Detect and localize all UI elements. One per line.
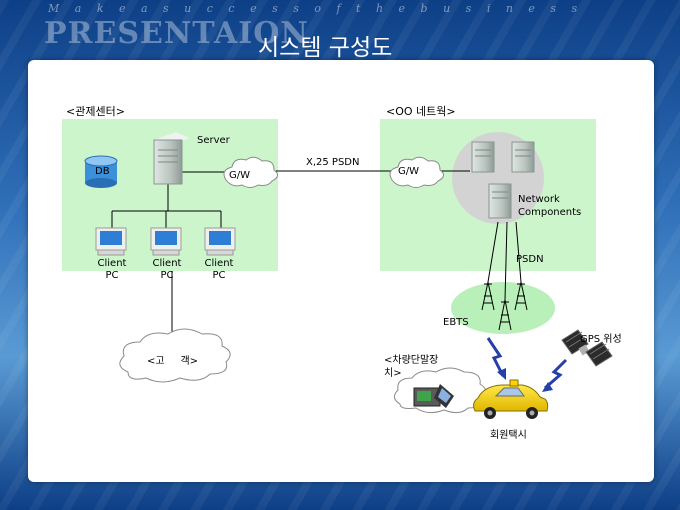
network-server-icon — [488, 183, 512, 219]
taxi-label: 회원택시 — [490, 430, 527, 441]
db-label: DB — [95, 166, 110, 177]
signal-bolt-icon — [544, 358, 568, 390]
gps-satellite-icon — [561, 329, 613, 367]
psdn-label: PSDN — [516, 254, 544, 265]
x25-psdn-label: X,25 PSDN — [306, 157, 360, 168]
taxi-icon — [473, 379, 549, 419]
psdn-link-3 — [515, 221, 522, 283]
gateway-cloud-icon — [223, 156, 278, 188]
ebts-tower-icon — [514, 281, 528, 311]
ebts-tower-icon — [481, 281, 495, 311]
network-server-icon — [471, 141, 495, 173]
db-icon — [84, 155, 118, 188]
psdn-link-2 — [504, 221, 508, 301]
client-pc-icon — [204, 227, 236, 256]
gw-label: G/W — [229, 170, 251, 181]
server-icon — [153, 132, 190, 185]
customer-label: <고 객> — [147, 356, 199, 367]
customer-cloud-icon — [119, 328, 231, 383]
slide-title: 시스템 구성도 — [258, 35, 393, 61]
terminal-device-icon — [413, 384, 454, 408]
gps-label: GPS 위성 — [580, 334, 622, 345]
brand-logo-text: PRESENTAION — [44, 16, 309, 51]
server-label: Server — [197, 135, 230, 146]
header-tagline: M a k e a s u c c e s s o f t h e b u s … — [48, 2, 584, 15]
network-server-icon — [511, 141, 535, 173]
network-gw-label: G/W — [398, 166, 420, 177]
network-label: <OO 네트웍> — [386, 105, 456, 118]
control-center-label: <관제센터> — [66, 105, 125, 118]
ebts-tower-icon — [498, 299, 512, 331]
client-pc-icon — [150, 227, 182, 256]
signal-bolt-icon — [486, 337, 505, 377]
client-pc-icon — [95, 227, 127, 256]
gateway-cloud-icon — [389, 156, 444, 188]
psdn-link-1 — [487, 221, 499, 283]
ebts-label: EBTS — [443, 317, 469, 328]
